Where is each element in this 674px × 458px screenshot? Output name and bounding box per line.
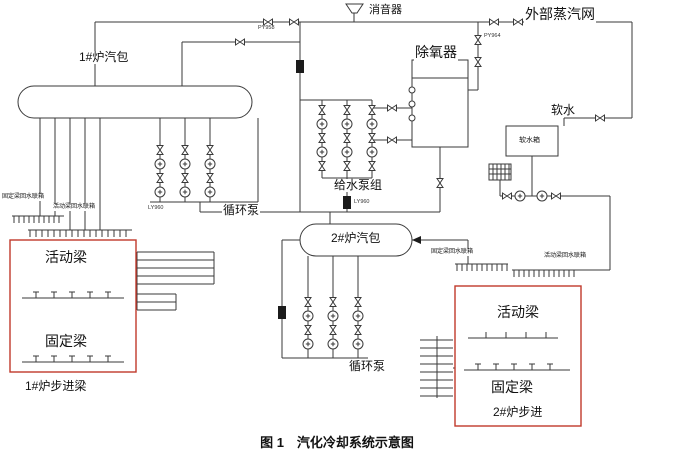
label-fixed-beam-2: 固定梁 [490, 379, 534, 396]
beam-glyphs-movable-2 [468, 332, 558, 339]
instrument-box [296, 60, 304, 73]
valve-icon [343, 161, 351, 171]
valve-icon [474, 35, 482, 45]
tag-left: LY960 [148, 205, 164, 212]
steam-drum-1-shape [17, 85, 253, 119]
pump-icon [536, 190, 548, 202]
valve-icon [513, 18, 523, 26]
valve-icon [206, 145, 214, 155]
pump-icon [154, 158, 166, 170]
label-movable-beam-2: 活动梁 [496, 304, 540, 321]
valve-icon [387, 136, 397, 144]
valve-icon [181, 145, 189, 155]
pump-icon [366, 118, 378, 130]
pump-icon [352, 338, 364, 350]
label-steam-drum-1: 1#炉汽包 [78, 50, 130, 65]
beam-glyphs-fixed-1 [22, 355, 124, 363]
pump-icon [179, 158, 191, 170]
pump-icon [341, 118, 353, 130]
label-muffler: 消音器 [368, 4, 403, 17]
valve-icon [235, 38, 245, 46]
label-circulating-pump-1: 循环泵 [222, 203, 261, 218]
furnace-1-boundary [9, 239, 137, 373]
pump-icon [327, 338, 339, 350]
pump-icon [179, 186, 191, 198]
pump-icon [514, 190, 526, 202]
strainer-grid [488, 163, 512, 181]
tag-right: PY964 [484, 33, 501, 40]
label-soft-water-tank: 软水箱 [518, 137, 541, 145]
header-comb-movable-2 [512, 269, 578, 277]
tag-top: PY958 [258, 25, 275, 32]
label-deaerator: 除氧器 [414, 44, 458, 61]
flow-arrow [412, 236, 421, 244]
label-fixed-header-1: 固定梁回水联箱 [1, 194, 46, 201]
platform-lines-1 [136, 251, 215, 311]
header-comb-fixed-2 [455, 263, 508, 271]
beam-glyphs-fixed-2 [464, 363, 570, 371]
furnace-2-boundary [454, 285, 582, 427]
valve-icon [343, 133, 351, 143]
valve-icon [474, 57, 482, 67]
header-comb-movable-1 [28, 229, 132, 237]
pump-icon [302, 310, 314, 322]
label-movable-beam-1: 活动梁 [44, 249, 88, 266]
valve-icon [304, 325, 312, 335]
valve-icon [368, 105, 376, 115]
instrument-box [278, 306, 286, 319]
valve-icon [354, 297, 362, 307]
pump-icon [204, 158, 216, 170]
valve-icon [368, 161, 376, 171]
figure-caption: 图 1 汽化冷却系统示意图 [260, 435, 414, 450]
valve-icon [595, 114, 605, 122]
valve-icon [343, 105, 351, 115]
pump-icon [327, 310, 339, 322]
platform-lines-2 [420, 336, 455, 398]
label-external-steam-net: 外部蒸汽网 [524, 6, 596, 23]
valve-icon [329, 297, 337, 307]
valve-icon [318, 161, 326, 171]
valve-icon [289, 18, 299, 26]
beam-glyphs-movable-1 [22, 291, 124, 299]
pump-icon [302, 338, 314, 350]
valve-icon [387, 104, 397, 112]
pump-icon [341, 146, 353, 158]
label-walking-beam-2: 2#炉步进 [492, 405, 544, 420]
pump-icon [154, 186, 166, 198]
valve-icon [368, 133, 376, 143]
pump-icon [316, 118, 328, 130]
label-fixed-header-2: 固定梁回水联箱 [430, 249, 475, 256]
valve-icon [489, 18, 499, 26]
label-feed-pump-group: 给水泵组 [333, 178, 384, 193]
pump-icon [352, 310, 364, 322]
header-comb-fixed-1 [12, 215, 64, 223]
label-movable-header-1: 活动梁回水联箱 [52, 204, 97, 211]
label-walking-beam-1: 1#炉步进梁 [24, 379, 88, 394]
instrument-box [343, 196, 351, 209]
valve-icon [206, 173, 214, 183]
pump-icon [316, 146, 328, 158]
valve-icon [329, 325, 337, 335]
muffler-icon [345, 3, 364, 14]
valve-icon [436, 178, 444, 188]
label-fixed-beam-1: 固定梁 [44, 333, 88, 350]
valve-icon [156, 145, 164, 155]
valve-icon [354, 325, 362, 335]
label-steam-drum-2: 2#炉汽包 [330, 231, 382, 246]
valve-icon [318, 133, 326, 143]
valve-icon [156, 173, 164, 183]
valve-icon [502, 192, 512, 200]
valve-icon [551, 192, 561, 200]
label-movable-header-2: 活动梁回水联箱 [543, 253, 588, 260]
label-soft-water: 软水 [550, 103, 577, 118]
valve-icon [318, 105, 326, 115]
deaerator-shape [408, 59, 469, 148]
valve-icon [181, 173, 189, 183]
tag-mid: LY960 [354, 199, 370, 206]
pump-icon [204, 186, 216, 198]
label-circulating-pump-2: 循环泵 [348, 359, 387, 374]
pump-icon [366, 146, 378, 158]
valve-icon [304, 297, 312, 307]
